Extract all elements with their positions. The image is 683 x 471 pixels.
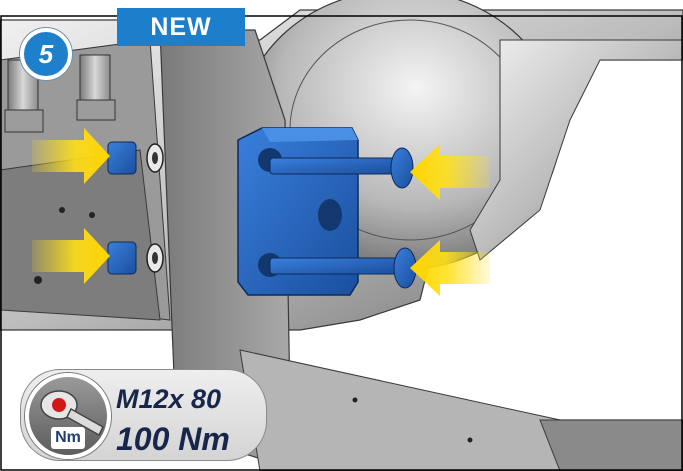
new-badge-label: NEW [150,12,212,41]
torque-wrench-icon [40,390,104,437]
arrow-right-icon [32,128,110,184]
torque-tool-circle: Nm [25,373,111,459]
torque-unit-label: Nm [51,427,85,449]
arrow-left-icon [410,144,490,200]
bolt-upper [269,147,414,189]
arrow-right-icon [32,228,110,284]
torque-value: 100 Nm [116,421,230,457]
nut-lower [107,241,164,275]
bolt-size-spec: M12x 80 [116,384,222,414]
bolt-lower [269,247,417,289]
new-badge: NEW [117,8,245,46]
step-number-badge: 5 [20,28,72,80]
arrow-left-icon [410,240,490,296]
nut-upper [107,141,164,175]
step-number: 5 [38,38,54,69]
